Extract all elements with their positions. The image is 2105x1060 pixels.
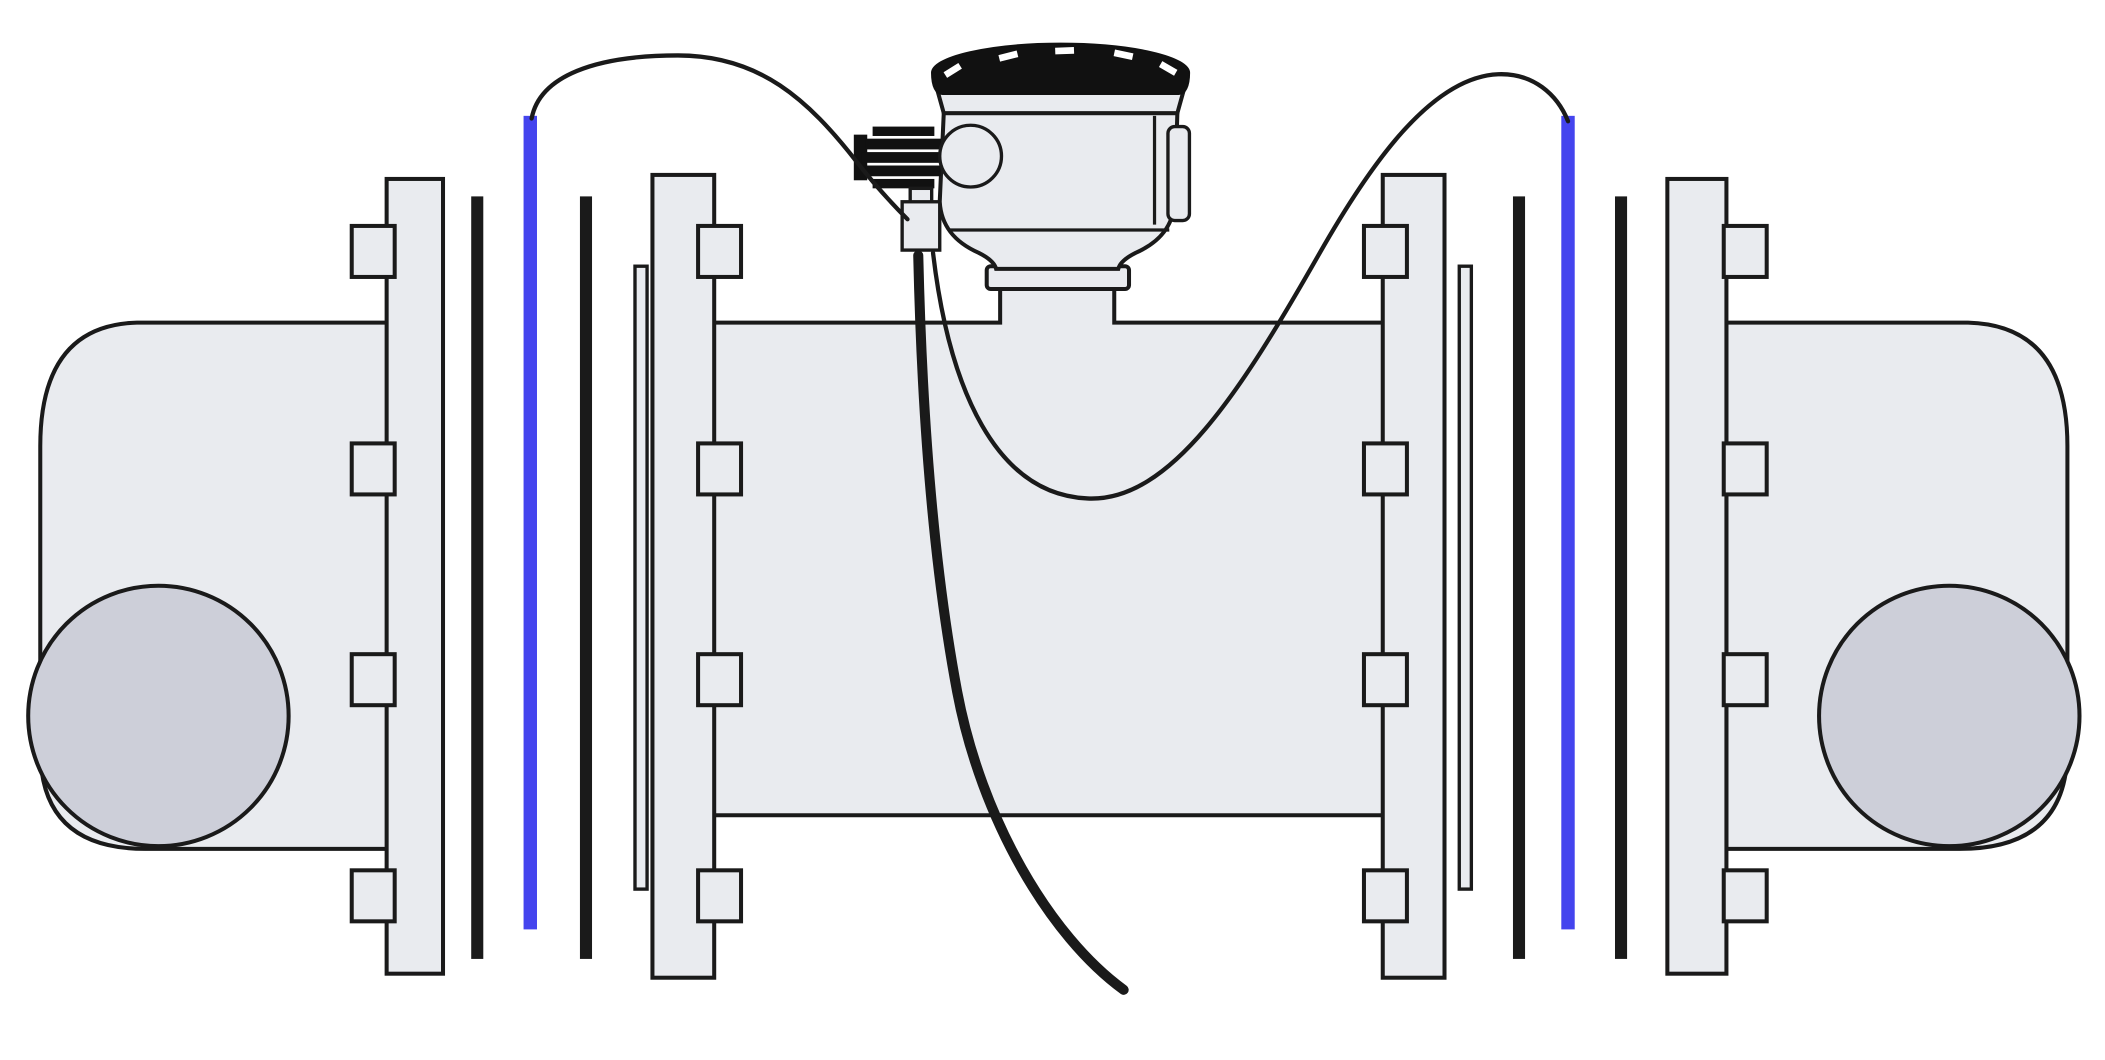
conduit-thread — [861, 152, 946, 163]
bolt-head — [1721, 223, 1769, 279]
right-meter-flange — [1380, 172, 1447, 980]
right-flange-joint — [1361, 115, 1769, 980]
bolt-head — [349, 652, 397, 708]
left-flange-joint — [349, 115, 744, 980]
bolt-head — [349, 441, 397, 497]
right-pipe-bore — [1817, 583, 2082, 849]
left-grounding-ring — [523, 115, 537, 930]
right-outer-flange — [1665, 176, 1729, 976]
bolt-head — [696, 868, 744, 924]
conduit-thread — [872, 126, 935, 136]
cap-rib-mark — [998, 50, 1019, 62]
cap-rib-mark — [1158, 61, 1178, 76]
cable-gland-box — [900, 200, 942, 252]
cap-rib-mark — [1113, 49, 1134, 60]
right-pipe — [1724, 320, 2082, 851]
right-grounding-ring — [1561, 115, 1575, 930]
bolt-head — [696, 223, 744, 279]
right-grounding-cable — [930, 72, 1571, 501]
right-gasket-outer — [1614, 196, 1628, 959]
cables — [529, 53, 1571, 995]
bolt-head — [1721, 441, 1769, 497]
cover-clamp-tab — [1166, 124, 1192, 223]
left-pipe-bore — [26, 583, 291, 849]
transmitter — [853, 42, 1192, 292]
bolt-head — [349, 868, 397, 924]
bolt-head — [696, 441, 744, 497]
bolt-head — [1361, 223, 1409, 279]
left-grounding-cable — [529, 53, 910, 222]
left-meter-flange — [650, 172, 717, 980]
right-gasket-inner — [1512, 196, 1526, 959]
bolt-head — [1721, 868, 1769, 924]
signal-cable — [913, 250, 1129, 995]
right-raised-face — [1457, 264, 1474, 891]
conduit-boss — [938, 123, 1004, 189]
cap-rib-mark — [943, 62, 962, 78]
bolt-head — [349, 223, 397, 279]
left-pipe — [26, 320, 405, 851]
left-gasket-inner — [579, 196, 593, 959]
conduit-thread — [865, 138, 942, 150]
flowmeter-body — [709, 282, 1388, 818]
left-outer-flange — [384, 176, 446, 976]
bolt-head — [1361, 652, 1409, 708]
left-raised-face — [633, 264, 649, 891]
conduit-thread — [872, 178, 935, 189]
bolt-head — [1361, 868, 1409, 924]
conduit-thread — [865, 165, 942, 177]
bolt-head — [696, 652, 744, 708]
bolt-head — [1361, 441, 1409, 497]
conduit-fitting — [853, 126, 946, 189]
bolt-head — [1721, 652, 1769, 708]
left-gasket-outer — [471, 196, 484, 959]
cap-rib-mark — [1055, 47, 1075, 55]
